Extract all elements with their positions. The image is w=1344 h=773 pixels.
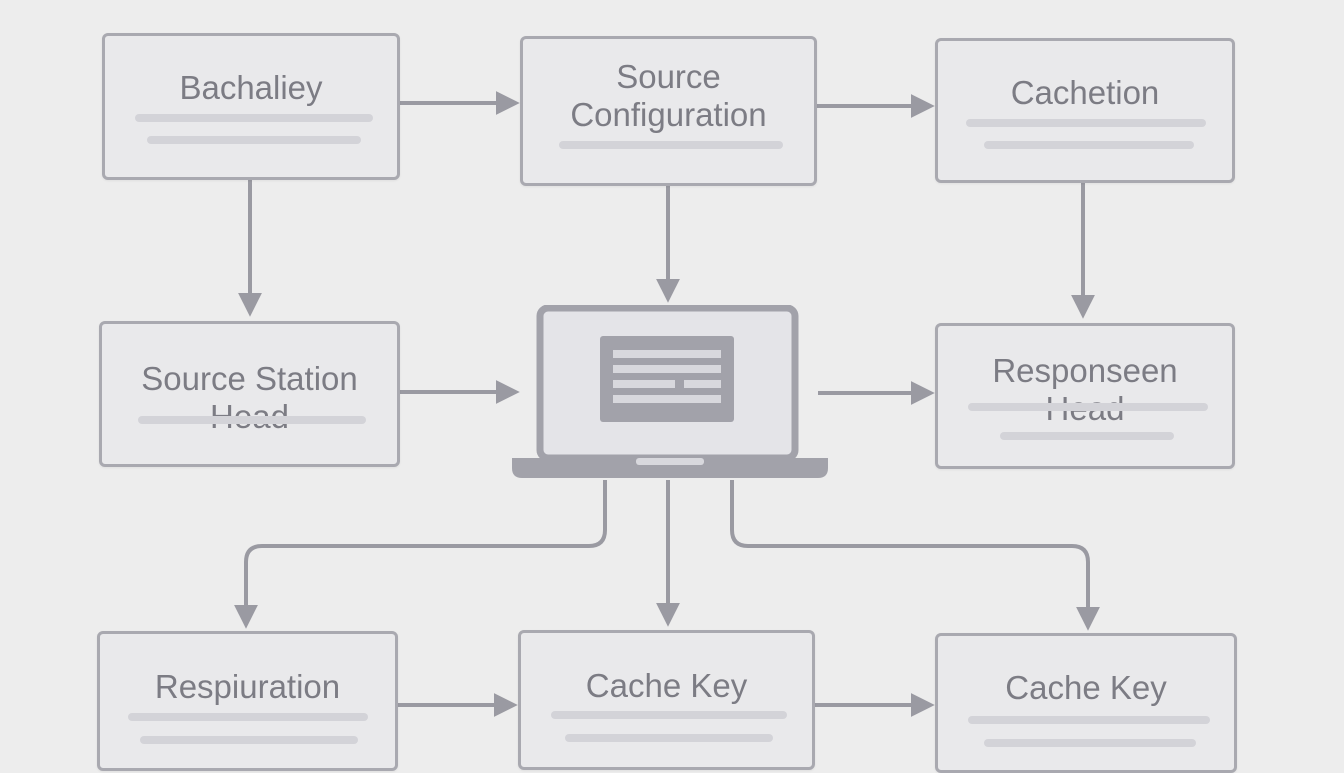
placeholder-line (138, 416, 366, 424)
node-label: Cachetion (1010, 74, 1160, 111)
node-responseen-head: Responseen Head (935, 323, 1235, 469)
placeholder-line (966, 119, 1206, 127)
node-label: Source Configuration (570, 58, 767, 133)
connector-layer (234, 91, 1100, 717)
placeholder-line (1000, 432, 1174, 440)
node-cache-key-center: Cache Key (518, 630, 815, 770)
placeholder-line (559, 141, 783, 149)
node-cachetion: Cachetion (935, 38, 1235, 183)
node-label: Cache Key (585, 667, 748, 704)
placeholder-line (984, 141, 1194, 149)
node-label: Respiuration (154, 668, 341, 705)
node-source-configuration: Source Configuration (520, 36, 817, 186)
placeholder-line (968, 403, 1208, 411)
flow-diagram: Bachaliey Source Configuration Cachetion… (97, 33, 1237, 773)
node-label: Bachaliey (179, 69, 323, 106)
placeholder-line (968, 716, 1210, 724)
node-label: Source Station Head (141, 360, 358, 435)
arrow-laptop-to-respiuration (234, 480, 607, 629)
node-label: Responseen Head (992, 352, 1178, 427)
node-bachaliey: Bachaliey (102, 33, 400, 180)
node-label: Cache Key (1005, 669, 1167, 706)
node-cache-key-right: Cache Key (935, 633, 1237, 773)
node-source-station-head: Source Station Head (99, 321, 400, 467)
placeholder-line (128, 713, 368, 721)
laptop-document-icon (512, 305, 828, 478)
placeholder-line (140, 736, 358, 744)
placeholder-line (147, 136, 361, 144)
arrow-laptop-to-cache-key-right (730, 480, 1100, 631)
placeholder-line (135, 114, 373, 122)
placeholder-line (565, 734, 773, 742)
placeholder-line (984, 739, 1196, 747)
node-respiuration: Respiuration (97, 631, 398, 771)
placeholder-line (551, 711, 787, 719)
